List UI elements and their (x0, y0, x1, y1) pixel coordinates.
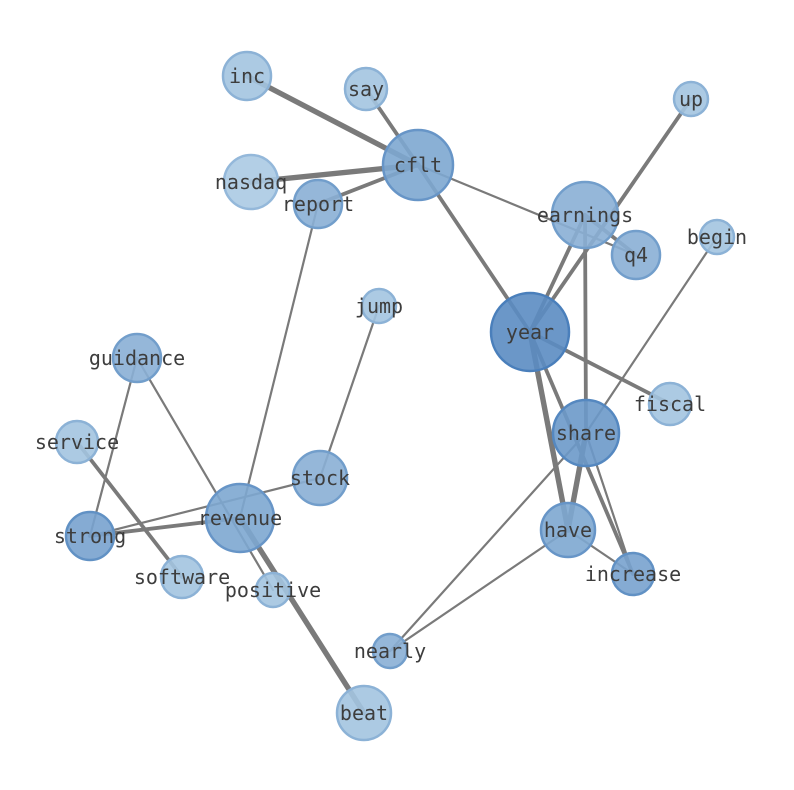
edge-guidance-strong (88, 356, 139, 538)
node-label-cflt: cflt (394, 153, 442, 177)
node-begin: begin (687, 218, 747, 256)
edge-begin-share (584, 235, 719, 435)
node-circle-positive (254, 571, 292, 609)
edge-report-revenue (238, 202, 320, 520)
node-circle-q4 (610, 229, 662, 281)
node-jump: jump (355, 287, 403, 325)
node-label-jump: jump (355, 294, 403, 318)
node-earnings: earnings (537, 180, 633, 250)
node-nasdaq: nasdaq (215, 153, 287, 211)
node-label-guidance: guidance (89, 346, 185, 370)
edge-guidance-positive (135, 356, 275, 592)
edge-strong-stock (88, 476, 322, 538)
node-beat: beat (335, 684, 393, 742)
node-q4: q4 (610, 229, 662, 281)
node-label-positive: positive (225, 578, 321, 602)
node-circle-service (54, 419, 100, 465)
node-circle-begin (698, 218, 736, 256)
node-circle-revenue (204, 482, 276, 554)
node-inc: inc (221, 50, 273, 102)
node-label-fiscal: fiscal (634, 392, 706, 416)
edge-jump-stock (318, 304, 381, 480)
node-circle-nearly (371, 632, 409, 670)
node-circle-have (539, 501, 597, 559)
node-label-strong: strong (54, 524, 126, 548)
node-circle-earnings (550, 180, 620, 250)
node-circle-inc (221, 50, 273, 102)
node-strong: strong (54, 510, 126, 562)
node-label-inc: inc (229, 64, 265, 88)
node-label-up: up (679, 87, 703, 111)
node-circle-jump (360, 287, 398, 325)
node-up: up (672, 80, 710, 118)
node-label-increase: increase (585, 562, 681, 586)
node-say: say (343, 66, 389, 112)
node-circle-report (292, 178, 344, 230)
node-circle-stock (291, 449, 349, 507)
node-share: share (551, 398, 621, 468)
node-report: report (282, 178, 354, 230)
node-circle-increase (610, 551, 656, 597)
node-positive: positive (225, 571, 321, 609)
node-label-have: have (544, 518, 592, 542)
edge-share-nearly (388, 431, 588, 653)
node-circle-share (551, 398, 621, 468)
node-circle-year (489, 291, 571, 373)
node-increase: increase (585, 551, 681, 597)
edge-service-software (75, 440, 184, 579)
node-circle-cflt (381, 128, 455, 202)
node-fiscal: fiscal (634, 381, 706, 427)
node-label-report: report (282, 192, 354, 216)
node-software: software (134, 554, 230, 600)
node-label-revenue: revenue (198, 506, 282, 530)
node-cflt: cflt (381, 128, 455, 202)
node-circle-strong (64, 510, 116, 562)
node-service: service (35, 419, 119, 465)
node-guidance: guidance (89, 332, 185, 384)
node-label-earnings: earnings (537, 203, 633, 227)
node-circle-nasdaq (222, 153, 280, 211)
node-label-say: say (348, 77, 384, 101)
node-label-year: year (506, 320, 554, 344)
node-circle-up (672, 80, 710, 118)
node-label-share: share (556, 421, 616, 445)
node-label-nearly: nearly (354, 639, 426, 663)
node-circle-guidance (111, 332, 163, 384)
node-circle-fiscal (647, 381, 693, 427)
node-label-stock: stock (290, 466, 350, 490)
node-revenue: revenue (198, 482, 282, 554)
node-have: have (539, 501, 597, 559)
node-label-beat: beat (340, 701, 388, 725)
node-circle-software (159, 554, 205, 600)
node-label-service: service (35, 430, 119, 454)
node-circle-beat (335, 684, 393, 742)
node-label-software: software (134, 565, 230, 589)
edge-have-nearly (388, 528, 570, 653)
node-stock: stock (290, 449, 350, 507)
node-label-nasdaq: nasdaq (215, 170, 287, 194)
node-label-q4: q4 (624, 243, 648, 267)
edge-revenue-beat (237, 515, 367, 716)
node-year: year (489, 291, 571, 373)
node-circle-say (343, 66, 389, 112)
node-label-begin: begin (687, 225, 747, 249)
node-nearly: nearly (354, 632, 426, 670)
